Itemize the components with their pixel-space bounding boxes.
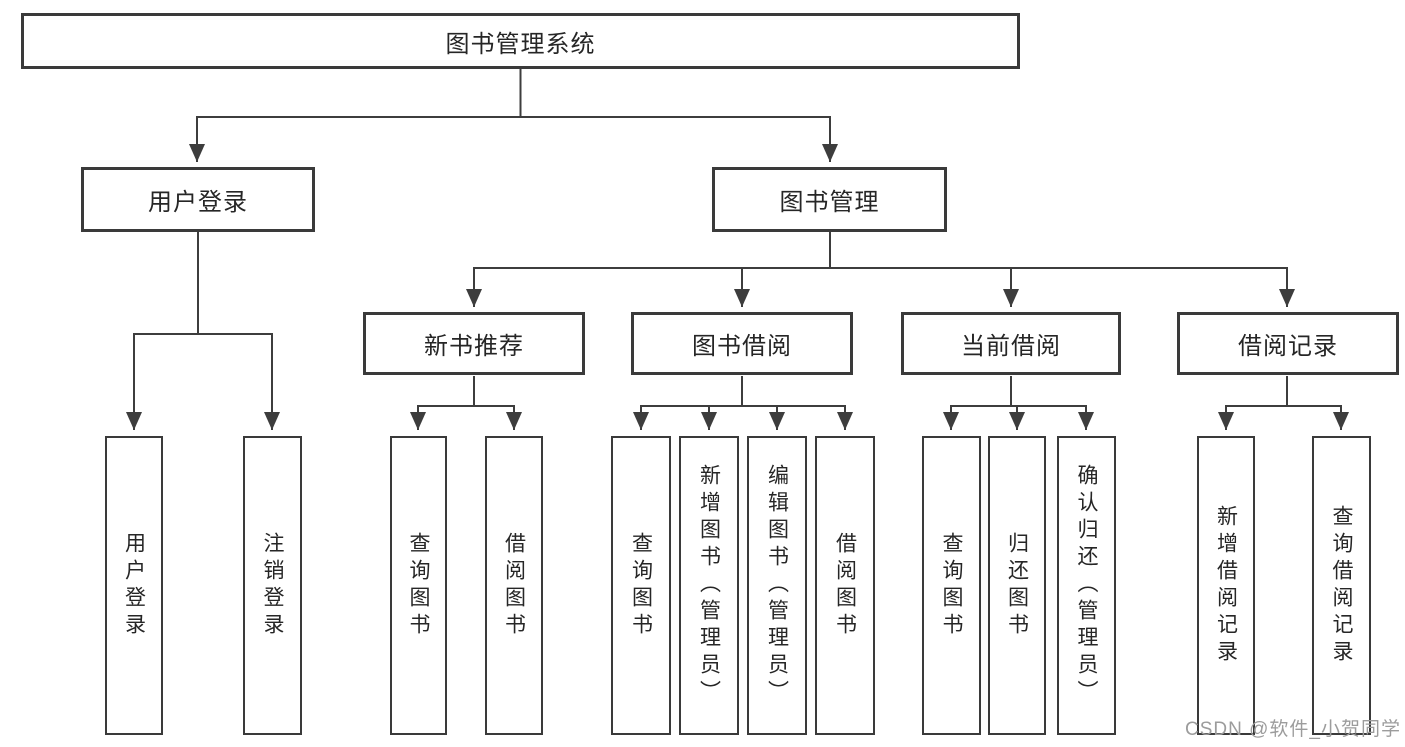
leaf-add-book-admin-label: 新增图书（管理员） (697, 464, 721, 707)
leaf-confirm-return-admin-label: 确认归还（管理员） (1075, 464, 1098, 707)
leaf-user-login: 用户登录 (105, 436, 163, 735)
node-library-system: 图书管理系统 (21, 13, 1020, 69)
leaf-add-book-admin: 新增图书（管理员） (679, 436, 739, 735)
leaf-confirm-return-admin: 确认归还（管理员） (1057, 436, 1116, 735)
node-library-system-label: 图书管理系统 (445, 30, 596, 58)
node-current-borrow-label: 当前借阅 (961, 333, 1061, 360)
node-borrow-records: 借阅记录 (1177, 312, 1399, 375)
node-book-borrow-label: 图书借阅 (692, 333, 792, 360)
node-new-book-recommend: 新书推荐 (363, 312, 585, 375)
leaf-query-books-recommend-label: 查询图书 (407, 531, 430, 640)
leaf-logout-label: 注销登录 (261, 531, 284, 640)
node-user-login-label: 用户登录 (148, 189, 248, 216)
node-book-management-label: 图书管理 (779, 189, 880, 216)
leaf-logout: 注销登录 (243, 436, 302, 735)
node-user-login: 用户登录 (81, 167, 315, 232)
leaf-query-books-current-label: 查询图书 (940, 531, 963, 640)
leaf-add-borrow-record-label: 新增借阅记录 (1214, 504, 1238, 667)
node-book-borrow: 图书借阅 (631, 312, 853, 375)
leaf-add-borrow-record: 新增借阅记录 (1197, 436, 1255, 735)
node-borrow-records-label: 借阅记录 (1238, 333, 1338, 360)
node-new-book-recommend-label: 新书推荐 (424, 333, 524, 360)
leaf-edit-book-admin: 编辑图书（管理员） (747, 436, 807, 735)
leaf-return-books: 归还图书 (988, 436, 1046, 735)
leaf-query-books-borrow: 查询图书 (611, 436, 671, 735)
leaf-borrow-books-recommend: 借阅图书 (485, 436, 543, 735)
leaf-borrow-books: 借阅图书 (815, 436, 875, 735)
leaf-query-books-current: 查询图书 (922, 436, 981, 735)
leaf-user-login-label: 用户登录 (122, 531, 146, 640)
watermark: CSDN @软件_小贺同学 (1185, 719, 1401, 740)
leaf-borrow-books-recommend-label: 借阅图书 (502, 531, 526, 640)
leaf-query-borrow-record: 查询借阅记录 (1312, 436, 1371, 735)
node-current-borrow: 当前借阅 (901, 312, 1121, 375)
node-book-management: 图书管理 (712, 167, 947, 232)
leaf-query-borrow-record-label: 查询借阅记录 (1330, 504, 1353, 667)
leaf-borrow-books-label: 借阅图书 (833, 531, 857, 640)
leaf-edit-book-admin-label: 编辑图书（管理员） (765, 464, 789, 707)
leaf-return-books-label: 归还图书 (1005, 531, 1029, 640)
leaf-query-books-borrow-label: 查询图书 (629, 531, 653, 640)
leaf-query-books-recommend: 查询图书 (390, 436, 447, 735)
